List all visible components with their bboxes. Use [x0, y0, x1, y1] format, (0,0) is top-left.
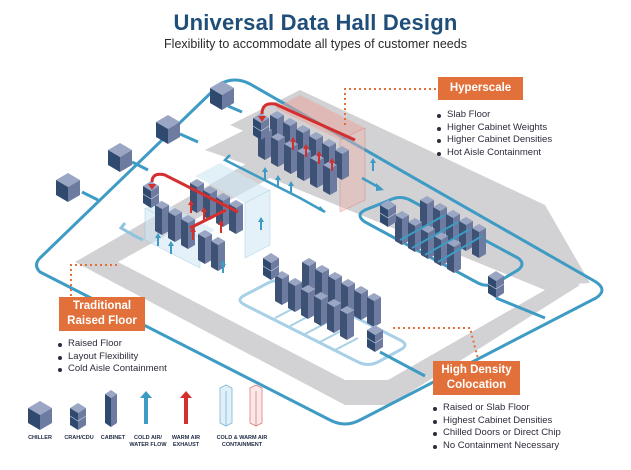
center-zone — [238, 252, 426, 378]
legend-label-cold-air: COLD AIR/ WATER FLOW — [129, 435, 167, 448]
hyperscale-callout: Hyperscale — [438, 77, 523, 100]
traditional-features: Raised Floor Layout Flexibility Cold Ais… — [57, 338, 167, 376]
feature-item: Slab Floor — [436, 109, 552, 122]
center-crah — [262, 252, 280, 281]
feature-item: Raised or Slab Floor — [432, 402, 561, 415]
feature-item: Higher Cabinet Densities — [436, 134, 552, 147]
callout-leaders — [70, 88, 479, 360]
chiller-branches — [81, 104, 243, 202]
outer-water-loop — [35, 78, 604, 426]
chiller-unit — [56, 173, 80, 202]
feature-item: Raised Floor — [57, 338, 167, 351]
hd-colo-zone — [358, 196, 546, 320]
containment-icon — [219, 384, 263, 427]
traditional-callout: Traditional Raised Floor — [59, 297, 145, 331]
feature-item: No Containment Necessary — [432, 440, 561, 453]
legend-label-crah: CRAH/CDU — [64, 435, 94, 441]
traditional-label-line2: Raised Floor — [67, 315, 137, 327]
feature-item: Higher Cabinet Weights — [436, 122, 552, 135]
legend-label-warm-air: WARM AIR EXHAUST — [171, 435, 201, 448]
traditional-zone — [118, 163, 271, 273]
hd-colo-cdu — [379, 199, 397, 228]
chillers — [56, 81, 234, 202]
crah-cdu-icon — [69, 402, 87, 431]
feature-item: Chilled Doors or Direct Chip — [432, 427, 561, 440]
center-crah — [366, 324, 384, 353]
page-title: Universal Data Hall Design — [173, 10, 458, 35]
hyperscale-zone — [222, 95, 384, 214]
chiller-unit — [108, 143, 132, 172]
high-density-label-line2: Colocation — [446, 379, 507, 391]
legend-label-chiller: CHILLER — [28, 435, 52, 441]
high-density-features: Raised or Slab Floor Highest Cabinet Den… — [432, 402, 561, 452]
hyperscale-label: Hyperscale — [449, 82, 512, 94]
cold-air-arrow-icon — [140, 391, 152, 424]
traditional-label-line1: Traditional — [72, 300, 132, 312]
page-subtitle: Flexibility to accommodate all types of … — [164, 37, 467, 51]
chiller-unit — [156, 115, 180, 144]
chiller-icon — [28, 401, 52, 430]
hd-colo-cdu — [487, 270, 505, 299]
high-density-label-line1: High Density — [441, 364, 512, 376]
high-density-callout: High Density Colocation — [433, 361, 520, 395]
legend-label-containment: COLD & WARM AIR CONTAINMENT — [216, 435, 268, 448]
legend-icons — [28, 384, 263, 431]
feature-item: Layout Flexibility — [57, 351, 167, 364]
legend-label-cabinet: CABINET — [100, 435, 126, 441]
feature-item: Highest Cabinet Densities — [432, 415, 561, 428]
feature-item: Cold Aisle Containment — [57, 363, 167, 376]
warm-air-arrow-icon — [180, 391, 192, 424]
hyperscale-features: Slab Floor Higher Cabinet Weights Higher… — [436, 109, 552, 159]
cabinet-icon — [105, 390, 117, 427]
feature-item: Hot Aisle Containment — [436, 147, 552, 160]
